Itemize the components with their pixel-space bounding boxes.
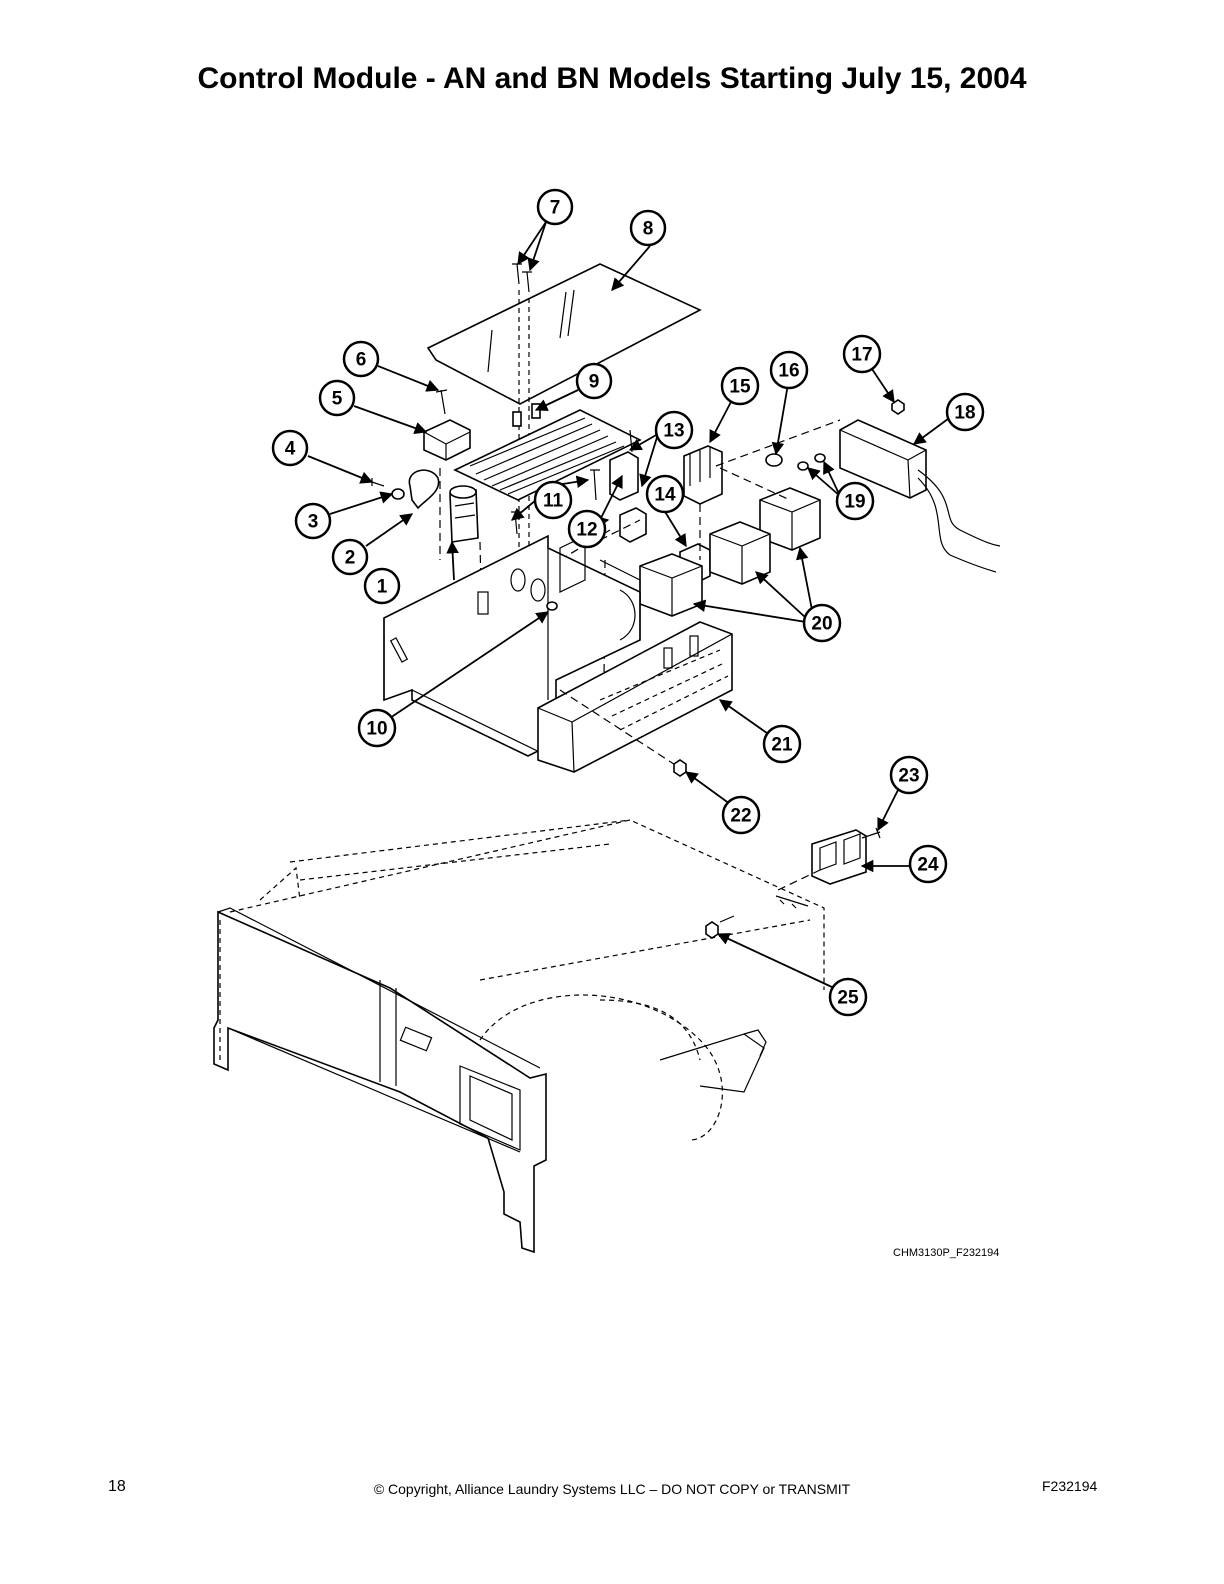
svg-text:2: 2	[345, 548, 356, 569]
callout-7: 7	[536, 188, 574, 226]
svg-text:6: 6	[356, 350, 367, 371]
svg-text:3: 3	[308, 512, 319, 533]
svg-text:17: 17	[851, 345, 872, 366]
callout-18: 18	[945, 392, 985, 432]
callout-23: 23	[889, 755, 929, 795]
svg-text:4: 4	[285, 439, 296, 460]
relay-12	[619, 507, 647, 543]
callout-25: 25	[828, 977, 868, 1017]
svg-text:22: 22	[730, 806, 751, 827]
contactors-20	[639, 487, 821, 617]
callout-21: 21	[762, 724, 802, 764]
svg-text:8: 8	[643, 219, 654, 240]
svg-text:14: 14	[654, 485, 676, 506]
callout-8: 8	[629, 209, 667, 247]
callout-11: 11	[533, 480, 573, 520]
svg-text:5: 5	[332, 389, 343, 410]
svg-text:18: 18	[954, 403, 975, 424]
copyright-notice: © Copyright, Alliance Laundry Systems LL…	[373, 1481, 851, 1497]
svg-text:1: 1	[377, 577, 388, 598]
relay-5	[423, 419, 471, 461]
machine-frame	[213, 819, 825, 1254]
callout-3: 3	[294, 502, 332, 540]
svg-text:9: 9	[589, 372, 600, 393]
callout-17: 17	[842, 334, 882, 374]
page-title: Control Module - AN and BN Models Starti…	[197, 62, 1027, 95]
drawing-id: CHM3130P_F232194	[893, 1247, 1000, 1259]
screw-7a	[512, 263, 522, 285]
callout-12: 12	[567, 509, 607, 549]
callout-15: 15	[720, 366, 760, 406]
callout-20: 20	[802, 603, 842, 643]
screw-7b	[522, 271, 532, 293]
callout-1: 1	[363, 567, 401, 605]
svg-text:25: 25	[837, 988, 859, 1009]
svg-text:24: 24	[917, 855, 939, 876]
svg-text:20: 20	[811, 614, 832, 635]
svg-text:12: 12	[576, 520, 597, 541]
svg-text:10: 10	[366, 719, 387, 740]
clamp-2	[408, 469, 440, 510]
svg-text:15: 15	[729, 377, 751, 398]
callout-10: 10	[357, 708, 397, 748]
callout-bubbles: 1 2 3 4 5 6 7 8 9 10 11 12 13 14 15 16 1…	[271, 188, 985, 1017]
leader-lines	[307, 221, 953, 989]
callout-24: 24	[908, 844, 948, 884]
callout-9: 9	[575, 362, 613, 400]
callout-4: 4	[271, 429, 309, 467]
callout-6: 6	[342, 340, 380, 378]
svg-text:19: 19	[844, 492, 865, 513]
document-id: F232194	[1042, 1478, 1098, 1494]
svg-text:21: 21	[771, 735, 793, 756]
callout-16: 16	[769, 350, 809, 390]
callout-22: 22	[721, 795, 761, 835]
callout-14: 14	[645, 474, 685, 514]
mounting-plate-21	[537, 621, 733, 773]
page-number: 18	[108, 1478, 126, 1495]
callout-19: 19	[835, 481, 875, 521]
callout-2: 2	[331, 538, 369, 576]
callout-5: 5	[318, 379, 356, 417]
svg-text:7: 7	[550, 198, 561, 219]
board-cover	[426, 263, 702, 405]
svg-text:16: 16	[778, 361, 799, 382]
parts-drawing	[213, 263, 1001, 1254]
svg-text:11: 11	[543, 491, 564, 512]
svg-text:23: 23	[898, 766, 919, 787]
callout-13: 13	[654, 410, 694, 450]
svg-text:13: 13	[663, 421, 684, 442]
